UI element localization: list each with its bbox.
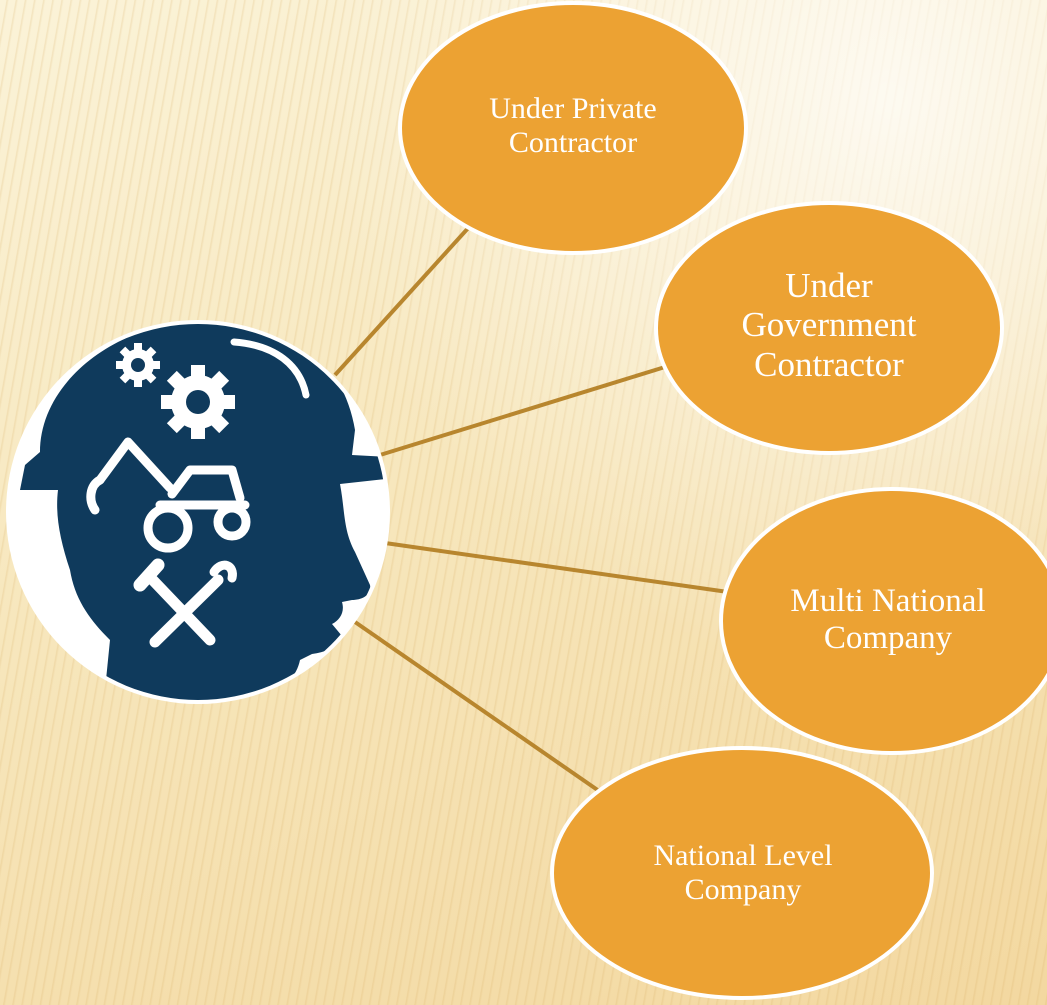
connectors xyxy=(333,213,729,802)
connector-government xyxy=(379,365,666,457)
node-label-multinational: Multi National Company xyxy=(790,583,986,656)
connector-private xyxy=(333,213,482,377)
node-government-ellipse[interactable] xyxy=(654,201,1004,455)
node-national-ellipse[interactable] xyxy=(550,746,934,1000)
node-label-private: Under Private Contractor xyxy=(489,92,657,159)
excavator-tractor-icon xyxy=(86,437,251,553)
node-multinational-ellipse[interactable] xyxy=(719,487,1047,755)
node-label-government: Under Government Contractor xyxy=(741,266,917,384)
connector-multinational xyxy=(384,541,729,594)
nodes xyxy=(398,1,1047,1000)
gears-icon xyxy=(116,343,235,439)
engineer-head-icon xyxy=(20,324,386,700)
center-node xyxy=(6,320,390,704)
connector-national xyxy=(353,620,614,802)
crossed-tools-icon xyxy=(133,558,237,648)
node-private-ellipse[interactable] xyxy=(398,1,748,255)
node-label-national: National Level Company xyxy=(653,839,833,906)
